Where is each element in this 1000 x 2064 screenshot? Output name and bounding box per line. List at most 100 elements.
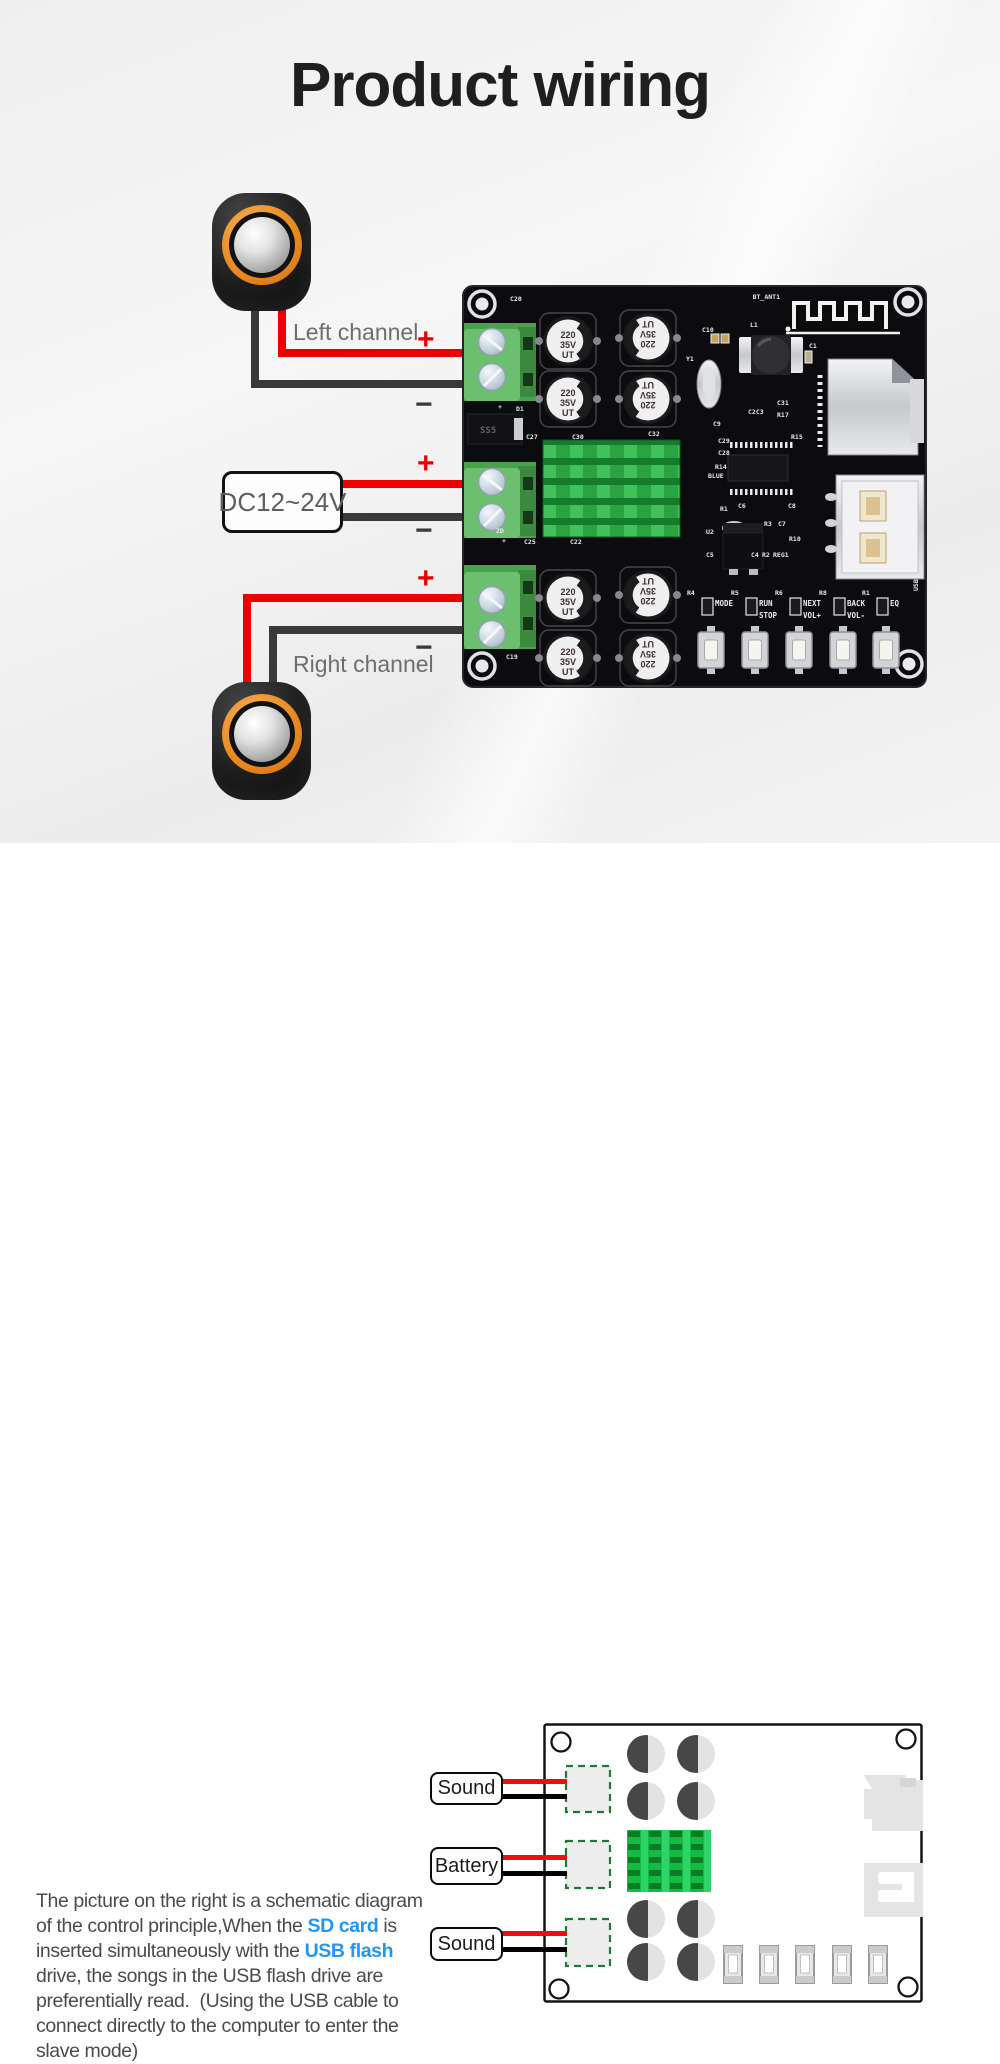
- pcb-silk-label: R1: [720, 505, 728, 513]
- schematic-board: [543, 1723, 923, 2003]
- note-text: preferentially read. (Using the USB cabl…: [36, 1990, 399, 2012]
- cap-pad: [593, 395, 601, 403]
- pcb-silk-label: R2: [762, 551, 770, 559]
- cap-marking: 35V: [640, 586, 656, 596]
- hero-section: Product wiring: [0, 0, 1000, 843]
- button-plunger: [836, 639, 850, 661]
- speaker-right-ring: [221, 693, 302, 774]
- pcb-silk-label: C27: [526, 433, 538, 441]
- cap-marking: UT: [642, 319, 654, 329]
- cap-marking: 220: [640, 659, 655, 669]
- inductor-l1: [739, 335, 803, 375]
- cap-marking: 220: [560, 388, 575, 398]
- button-leg: [751, 626, 759, 634]
- note-text: The picture on the right is a schematic …: [36, 1890, 423, 1912]
- button-ref: R4: [687, 589, 695, 597]
- pcb-silk-label: R10: [789, 535, 801, 543]
- pcb-board: 22035VUT22035VUT22035VUT22035VUT22035VUT…: [462, 285, 927, 688]
- note-line: drive, the songs in the USB flash drive …: [36, 1964, 456, 1989]
- cap-pad: [593, 337, 601, 345]
- schematic-wire-battery-red: [500, 1855, 567, 1860]
- note-line: preferentially read. (Using the USB cabl…: [36, 1989, 456, 2014]
- connector-label: Battery: [434, 1854, 499, 1877]
- pcb-silk-label: R3: [764, 520, 772, 528]
- speaker-left-ring: [221, 204, 302, 285]
- pcb-silk-label: C25: [524, 538, 536, 546]
- dc-power-label: DC12~24V: [218, 486, 347, 517]
- cap-top: [626, 636, 670, 680]
- cap-pad: [593, 594, 601, 602]
- diode-marking: SS5: [480, 426, 496, 436]
- pcb-silk-label: C2C3: [748, 408, 764, 416]
- cap-pad: [615, 591, 623, 599]
- pcb-silk-label: C30: [572, 433, 584, 441]
- speaker-right: [212, 682, 311, 800]
- pcb-silk-label: C5: [706, 551, 714, 559]
- right-channel-plus: +: [417, 562, 435, 595]
- pcb-silk-label: BLUE: [708, 472, 724, 480]
- cap-pad: [673, 654, 681, 662]
- page-title: Product wiring: [290, 51, 711, 120]
- button-function-label: VOL-: [847, 611, 865, 620]
- pcb-silk-label: R14: [715, 463, 727, 471]
- pcb-mount-holes: [467, 287, 924, 681]
- connector-box-battery: Battery: [430, 1847, 503, 1885]
- button-function-label: VOL+: [803, 611, 822, 620]
- speaker-right-cone: [233, 705, 290, 762]
- connector-label: Sound: [437, 1777, 496, 1799]
- schematic-wire-sound-top-red: [500, 1779, 567, 1784]
- cap-marking: 220: [560, 647, 575, 657]
- wire-right-red-vertical: [243, 594, 251, 688]
- pcb-silk-label: C6: [738, 502, 746, 510]
- pcb-silk-label: C9: [713, 420, 721, 428]
- pcb-terminal-power: [464, 462, 536, 538]
- button-leg: [707, 666, 715, 674]
- pcb-silk-label: USB: [912, 579, 920, 591]
- schematic-wire-sound-bottom-red: [500, 1931, 567, 1936]
- left-channel-minus: −: [415, 388, 433, 421]
- schematic-terminal-dashed-middle: [564, 1839, 612, 1890]
- button-leg: [751, 666, 759, 674]
- note-line: inserted simultaneously with the USB fla…: [36, 1939, 456, 1964]
- button-plunger: [792, 639, 806, 661]
- pcb-silk-label: C10: [702, 326, 714, 334]
- schematic-button: [868, 1945, 888, 1984]
- schematic-button: [795, 1945, 815, 1984]
- pcb-silk-label: Y1: [686, 355, 694, 363]
- pcb-silk-label: +: [498, 403, 502, 411]
- pcb-silk-label: C1: [809, 342, 817, 350]
- schematic-button: [832, 1945, 852, 1984]
- right-channel-label: Right channel: [293, 651, 434, 677]
- pcb-silk-label: C29: [718, 437, 730, 445]
- button-leg: [839, 626, 847, 634]
- note-text: inserted simultaneously with the: [36, 1940, 305, 1962]
- button-function-label: EQ: [890, 599, 900, 608]
- button-function-label: NEXT: [803, 599, 822, 608]
- pcb-caps: 22035VUT22035VUT22035VUT22035VUT22035VUT…: [535, 309, 681, 687]
- usb-port: [825, 474, 925, 580]
- button-leg: [795, 666, 803, 674]
- pcb-silk-label: C7: [778, 520, 786, 528]
- note-text: of the control principle,When the: [36, 1915, 308, 1937]
- cap-pad: [593, 654, 601, 662]
- cap-top: [626, 377, 670, 421]
- cap-pad: [615, 334, 623, 342]
- button-function-label: MODE: [715, 599, 734, 608]
- schematic-wire-battery-black: [500, 1871, 567, 1876]
- note-text: is: [378, 1915, 397, 1937]
- wire-right-black-horizontal: [269, 626, 488, 634]
- cap-marking: 220: [560, 587, 575, 597]
- button-plunger: [704, 639, 718, 661]
- button-function-label: RUN: [759, 599, 773, 608]
- schematic-usb-icon: [864, 1863, 923, 1917]
- button-led: [833, 597, 846, 616]
- cap-marking: 35V: [640, 390, 656, 400]
- cap-pad: [615, 654, 623, 662]
- button-leg: [882, 626, 890, 634]
- cap-marking: 35V: [640, 649, 656, 659]
- wire-left-red-vertical: [278, 303, 286, 357]
- left-channel-label: Left channel: [293, 319, 419, 345]
